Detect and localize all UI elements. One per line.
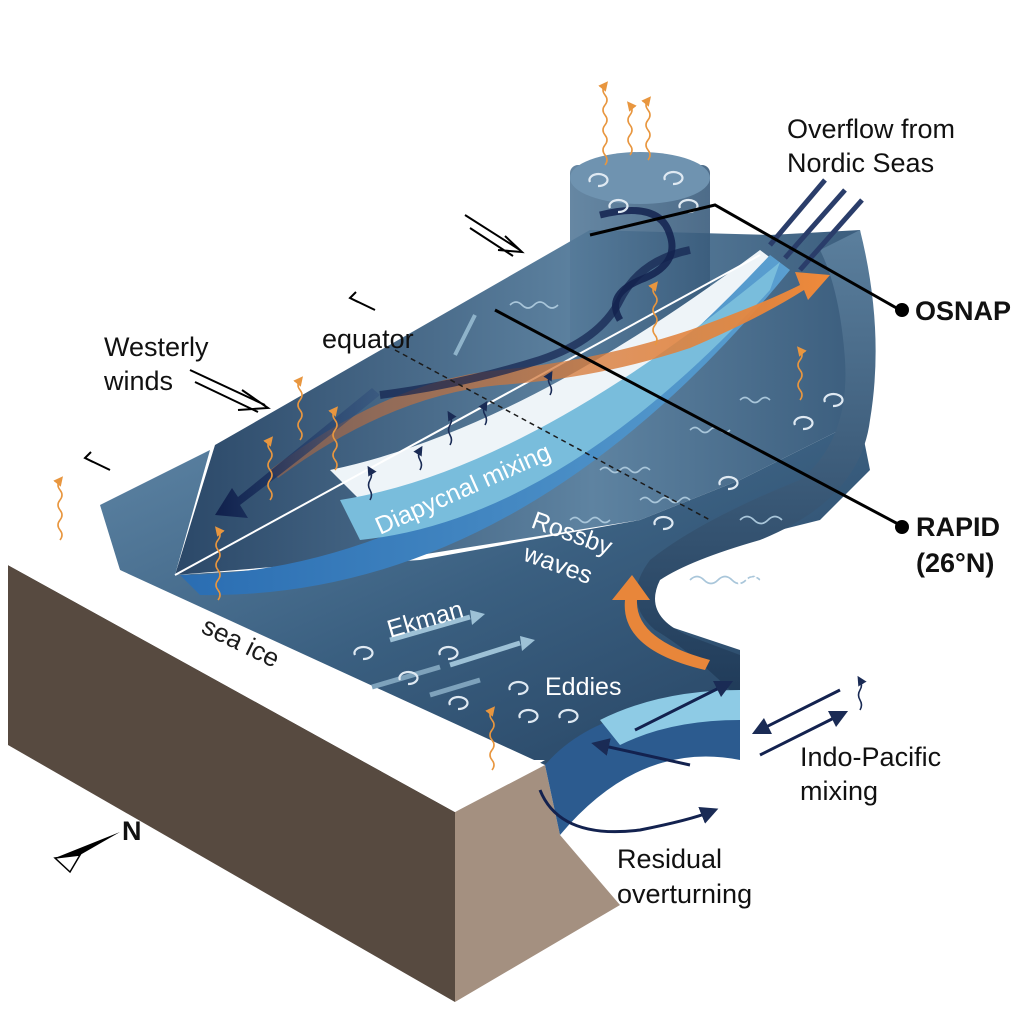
light-density-layer bbox=[340, 262, 780, 540]
westerly-label-2: winds bbox=[103, 366, 173, 396]
rapid-marker bbox=[895, 520, 909, 534]
eddies-label: Eddies bbox=[545, 673, 621, 701]
residual-label-2: overturning bbox=[617, 879, 752, 909]
wave-icon bbox=[509, 301, 783, 585]
rapid-label-2: (26°N) bbox=[916, 548, 994, 578]
overflow-loop bbox=[599, 207, 676, 322]
ekman-arrows bbox=[371, 314, 535, 698]
basin-surface bbox=[100, 420, 870, 765]
indo-pacific-label-2: mixing bbox=[800, 776, 878, 806]
osnap-marker bbox=[895, 303, 909, 317]
heat-flux-icon bbox=[53, 81, 807, 771]
section-lines bbox=[494, 203, 909, 534]
diapycnal-arrows bbox=[367, 370, 867, 711]
southern-section-light bbox=[600, 690, 740, 745]
north-arrow-icon bbox=[53, 832, 120, 874]
deep-current-upper bbox=[379, 246, 691, 399]
sea-ice-fringe bbox=[8, 515, 545, 812]
north-label: N bbox=[122, 816, 142, 846]
eddy-group-surface bbox=[353, 645, 579, 724]
channel-rim bbox=[174, 254, 761, 576]
overflow-label-1: Overflow from bbox=[787, 114, 955, 144]
seafloor-front-face bbox=[8, 565, 455, 1002]
equator-line bbox=[394, 349, 711, 521]
seafloor-side-face bbox=[455, 765, 620, 1002]
osnap-label: OSNAP bbox=[915, 296, 1011, 326]
wind-arrow-icon bbox=[83, 214, 525, 471]
rapid-label-1: RAPID bbox=[916, 512, 1000, 542]
boundary-wall bbox=[636, 230, 876, 700]
boundary-upwelling-arrow bbox=[612, 575, 710, 670]
deep-current-arrow bbox=[215, 388, 380, 518]
residual-label-1: Residual bbox=[617, 844, 722, 874]
residual-arrows bbox=[538, 680, 849, 834]
deep-density-layer bbox=[180, 255, 790, 596]
equator-label: equator bbox=[322, 324, 414, 354]
indo-pacific-label-1: Indo-Pacific bbox=[800, 742, 941, 772]
ocean-basin bbox=[100, 152, 876, 835]
upper-density-layer bbox=[330, 250, 780, 500]
southern-section bbox=[545, 700, 740, 835]
eddy-icon bbox=[353, 170, 844, 724]
overflow-label-2: Nordic Seas bbox=[787, 148, 934, 178]
westerly-label-1: Westerly bbox=[104, 332, 209, 362]
eddy-group-basin bbox=[653, 392, 844, 531]
